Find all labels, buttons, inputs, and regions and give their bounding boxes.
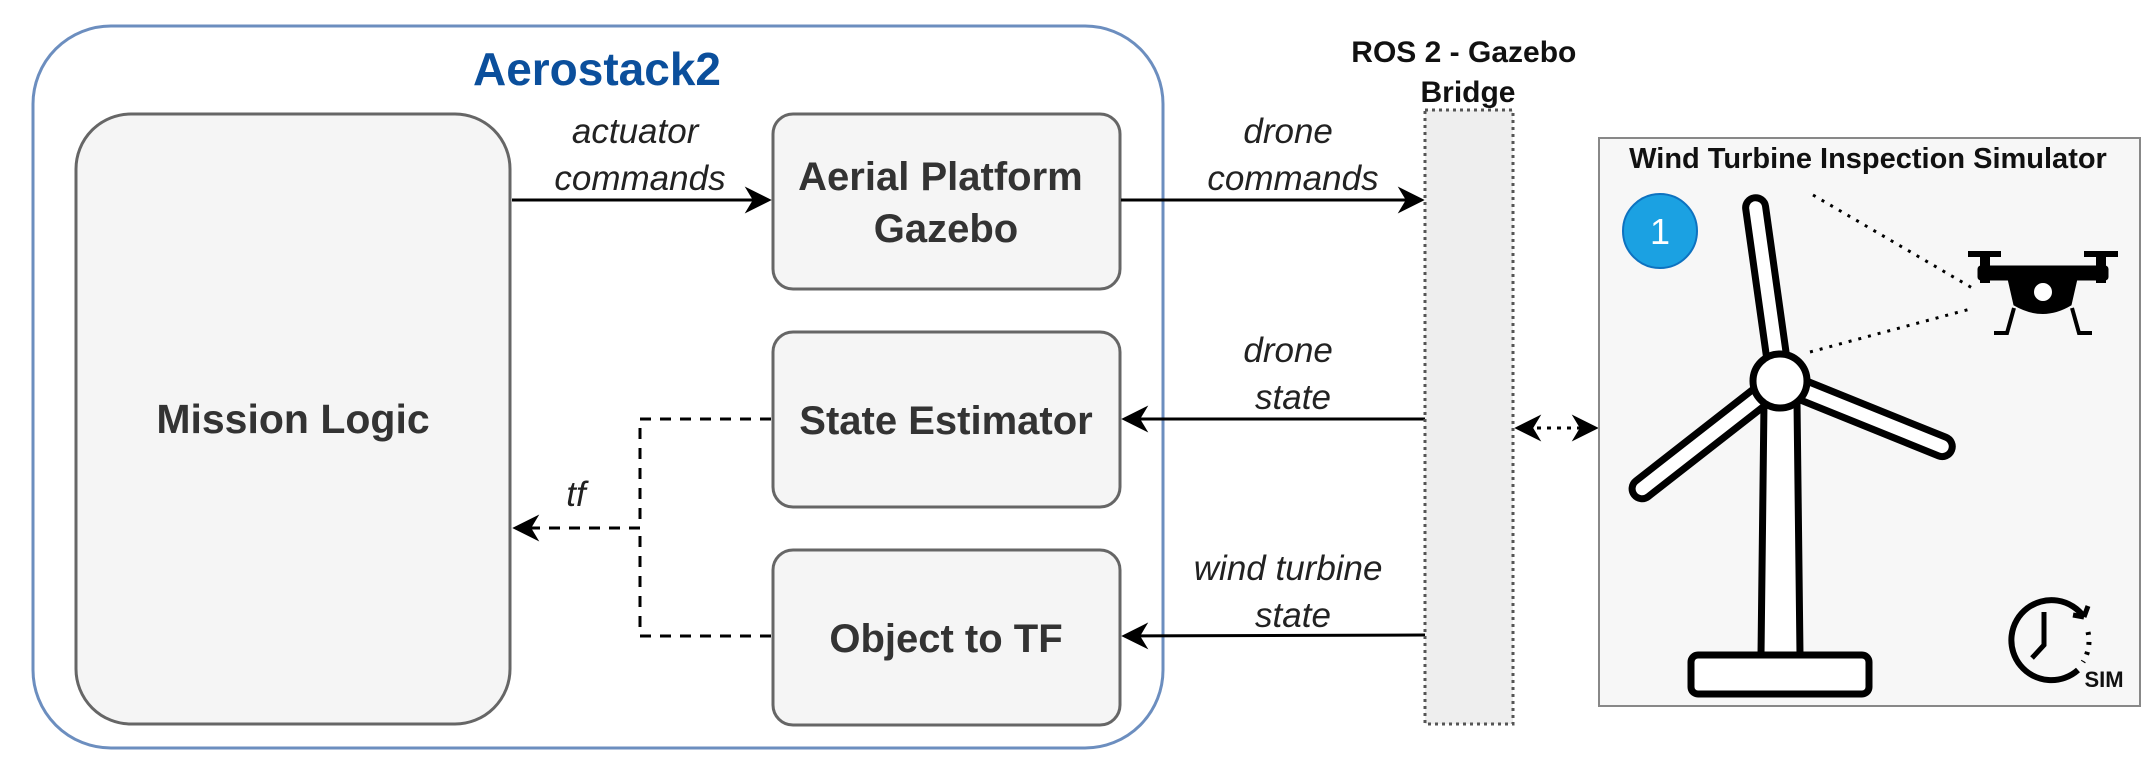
state-estimator-box[interactable] bbox=[771, 330, 1122, 509]
drone-leg-right bbox=[2070, 307, 2092, 335]
mission-logic-label: Mission Logic bbox=[156, 396, 429, 442]
inspection-sight-line-bottom bbox=[1809, 306, 1975, 354]
bridge-title-line-1: ROS 2 - Gazebo bbox=[1351, 36, 1576, 69]
tf-label: tf bbox=[566, 475, 589, 514]
drone-icon bbox=[1968, 251, 2118, 335]
drone-camera bbox=[2030, 279, 2056, 305]
drone-leg-left bbox=[1994, 307, 2016, 335]
aerial-platform-line-1: Aerial Platform bbox=[798, 155, 1083, 199]
drone-state-label: drone state bbox=[1243, 331, 1342, 417]
actuator-commands-line-1: actuator bbox=[572, 112, 700, 151]
drone-commands-line-1: drone bbox=[1243, 112, 1333, 151]
drone-state-line-2: state bbox=[1255, 378, 1331, 417]
turbine-base bbox=[1687, 651, 1873, 698]
turbine-blades bbox=[1628, 194, 1956, 503]
drone-commands-label: drone commands bbox=[1207, 112, 1378, 198]
wind-turbine-state-line-2: state bbox=[1255, 596, 1331, 635]
inspection-sight-line-top bbox=[1812, 193, 1975, 291]
drone-state-line-1: drone bbox=[1243, 331, 1333, 370]
state-estimator-label: State Estimator bbox=[799, 399, 1092, 443]
aerostack2-title: Aerostack2 bbox=[473, 43, 721, 95]
turbine-hub bbox=[1749, 350, 1811, 412]
turbine-tower bbox=[1757, 398, 1804, 659]
drone-commands-line-2: commands bbox=[1207, 159, 1378, 198]
actuator-commands-label: actuator commands bbox=[554, 112, 725, 198]
mission-logic-box[interactable] bbox=[74, 112, 512, 726]
object-to-tf-box[interactable] bbox=[771, 548, 1122, 727]
aerial-platform-line-2: Gazebo bbox=[874, 207, 1018, 251]
wind-turbine-state-line-1: wind turbine bbox=[1194, 549, 1383, 588]
simulator-badge-label: 1 bbox=[1650, 211, 1670, 252]
clock-hands bbox=[2030, 612, 2047, 660]
sim-label: SIM bbox=[2084, 667, 2123, 692]
wind-turbine-state-label: wind turbine state bbox=[1194, 549, 1392, 635]
bridge-title-line-2: Bridge bbox=[1420, 76, 1515, 109]
wind-turbine-state-arrow bbox=[1121, 622, 1426, 650]
object-to-tf-label: Object to TF bbox=[829, 617, 1062, 661]
actuator-commands-line-2: commands bbox=[554, 159, 725, 198]
clock-arc-arrow bbox=[2072, 605, 2091, 620]
bridge-title: ROS 2 - Gazebo Bridge bbox=[1351, 36, 1584, 109]
ros-gazebo-bridge[interactable] bbox=[1423, 108, 1515, 726]
clock-arc-dots bbox=[2080, 631, 2092, 664]
wind-turbine-icon bbox=[1628, 194, 1956, 698]
aerial-platform-label: Aerial Platform Gazebo bbox=[798, 155, 1094, 251]
clock-arc bbox=[2008, 597, 2087, 684]
clock-icon bbox=[2008, 597, 2092, 684]
tf-dashed-connector-object bbox=[638, 528, 771, 638]
simulator-title: Wind Turbine Inspection Simulator bbox=[1629, 143, 2107, 175]
tf-dashed-connector-state bbox=[638, 417, 771, 528]
simulator-badge bbox=[1622, 193, 1698, 269]
aerostack2-container bbox=[31, 24, 1165, 750]
aerial-platform-box[interactable] bbox=[771, 112, 1122, 291]
